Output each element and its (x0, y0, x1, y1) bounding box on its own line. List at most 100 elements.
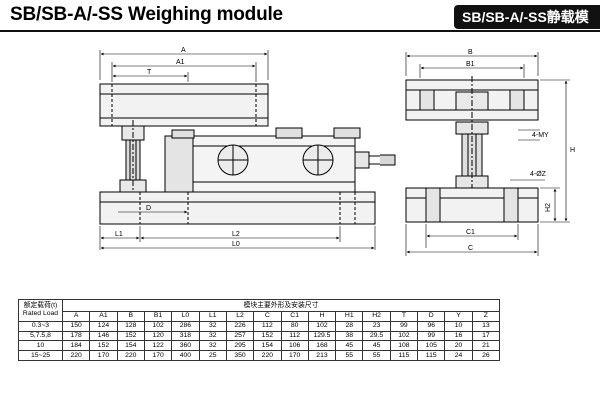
label-L1: L1 (115, 231, 123, 238)
label-4-MY: 4-MY (532, 132, 549, 139)
table-cell: 17 (471, 330, 501, 342)
table-cell: 154 (116, 340, 145, 352)
spec-table: 额定载荷(t) Rated Load 模块主要外形及安装尺寸 A A1 B B1… (18, 299, 501, 361)
table-cell: 146 (89, 330, 118, 342)
col-header: B (116, 311, 145, 322)
table-cell: 115 (389, 350, 419, 361)
label-L2: L2 (232, 231, 240, 238)
label-C: C (468, 245, 473, 252)
col-header: L1 (198, 311, 227, 322)
table-cell: 120 (143, 330, 173, 342)
table-cell: 32 (198, 340, 227, 352)
table-cell: 38 (335, 330, 364, 342)
table-cell: 168 (307, 340, 337, 352)
label-C1: C1 (466, 229, 475, 236)
table-cell: 170 (143, 350, 173, 361)
table-cell: 105 (417, 340, 446, 352)
rated-load-cn: 额定载荷(t) (23, 302, 58, 310)
rated-load-header: 额定载荷(t) Rated Load (18, 299, 63, 322)
table-cell: 96 (417, 320, 446, 332)
table-cell: 286 (171, 320, 200, 332)
table-cell: 122 (143, 340, 173, 352)
table-cell: 24 (444, 350, 473, 361)
table-cell: 21 (471, 340, 501, 352)
table-cell: 178 (61, 330, 91, 342)
side-view (405, 52, 570, 256)
table-cell: 350 (225, 350, 255, 361)
table-cell: 20 (444, 340, 473, 352)
table-cell: 13 (471, 320, 501, 332)
table-cell: 124 (89, 320, 118, 332)
label-A1: A1 (176, 59, 185, 66)
col-header: A1 (89, 311, 118, 322)
col-header: T (389, 311, 419, 322)
dimension-group-header: 模块主要外形及安装尺寸 (62, 299, 500, 312)
col-header: D (417, 311, 446, 322)
table-cell: 23 (362, 320, 391, 332)
front-view (99, 50, 396, 250)
col-header: H1 (335, 311, 364, 322)
col-header: B1 (143, 311, 173, 322)
table-cell: 102 (389, 330, 419, 342)
col-header: C1 (280, 311, 309, 322)
table-cell: 80 (280, 320, 309, 332)
label-4-phi-Z: 4-ØZ (530, 171, 547, 178)
table-cell: 102 (307, 320, 337, 332)
table-cell: 318 (171, 330, 200, 342)
table-cell: 29.5 (362, 330, 391, 342)
table-cell: 45 (335, 340, 364, 352)
label-L0: L0 (232, 241, 240, 248)
table-cell: 99 (417, 330, 446, 342)
table-cell: 220 (116, 350, 145, 361)
label-D: D (146, 205, 151, 212)
title-tag: SB/SB-A/-SS静载模 (454, 5, 600, 29)
title-rule (0, 30, 600, 32)
table-cell: 257 (225, 330, 255, 342)
page-title: SB/SB-A/-SS Weighing module (10, 4, 283, 25)
label-A: A (181, 47, 186, 54)
table-cell: 102 (143, 320, 173, 332)
col-header: C (253, 311, 282, 322)
spec-table-column-row: A A1 B B1 L0 L1 L2 C C1 H H1 H2 T D Y Z (19, 311, 501, 322)
table-row: 15~25 220 170 220 170 400 25 350 220 170… (18, 350, 501, 361)
table-cell: 55 (335, 350, 364, 361)
table-cell: 184 (61, 340, 91, 352)
table-cell: 360 (171, 340, 200, 352)
table-cell: 45 (362, 340, 391, 352)
table-row: 10 184 152 154 122 360 32 295 154 106 16… (18, 340, 501, 352)
table-cell: 55 (362, 350, 391, 361)
table-cell: 220 (253, 350, 282, 361)
cable-gland (354, 151, 370, 169)
rated-load-cell: 5,7.5,8 (18, 330, 63, 342)
table-cell: 226 (225, 320, 255, 332)
table-cell: 400 (171, 350, 200, 361)
table-cell: 295 (225, 340, 255, 352)
table-cell: 154 (253, 340, 282, 352)
table-cell: 26 (471, 350, 501, 361)
table-cell: 108 (389, 340, 419, 352)
label-B: B (468, 49, 473, 56)
rated-load-cell: 10 (18, 340, 63, 352)
spec-table-group-row: 额定载荷(t) Rated Load 模块主要外形及安装尺寸 (18, 299, 500, 322)
table-row: 0.3~3 150 124 128 102 286 32 226 112 80 … (18, 320, 501, 332)
col-header: A (61, 311, 91, 322)
front-base-plate (99, 191, 376, 225)
col-header: H (307, 311, 337, 322)
table-cell: 170 (280, 350, 309, 361)
technical-drawing: A A1 T D L1 L2 L0 (99, 47, 575, 256)
col-header: L0 (171, 311, 200, 322)
table-cell: 25 (198, 350, 227, 361)
label-T: T (147, 69, 152, 76)
table-cell: 32 (198, 330, 227, 342)
front-top-plate (99, 83, 269, 127)
table-cell: 129.5 (307, 330, 337, 342)
label-H2: H2 (545, 203, 552, 212)
table-row: 5,7.5,8 178 146 152 120 318 32 257 152 1… (18, 330, 501, 342)
table-cell: 150 (61, 320, 91, 332)
col-header: Y (444, 311, 473, 322)
table-cell: 152 (89, 340, 118, 352)
table-cell: 220 (61, 350, 91, 361)
table-cell: 16 (444, 330, 473, 342)
col-header: H2 (362, 311, 391, 322)
table-cell: 213 (307, 350, 337, 361)
